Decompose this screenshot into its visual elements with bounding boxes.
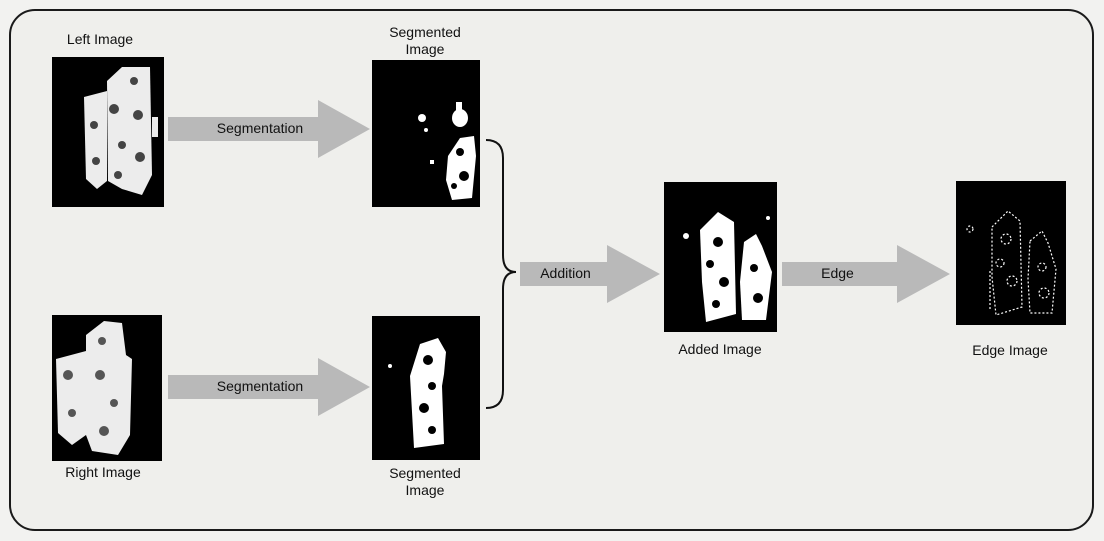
segmentation-label-top: Segmentation [216, 120, 304, 136]
segmented-image-label-bottom: Segmented Image [389, 465, 461, 498]
added-image [664, 182, 777, 332]
edge-arrow [782, 245, 950, 303]
left-image [52, 57, 164, 207]
addition-label: Addition [540, 265, 591, 281]
edge-label: Edge [821, 265, 854, 281]
segmented-image-top [372, 60, 480, 207]
segmented-image-bottom [372, 316, 480, 460]
left-image-label: Left Image [66, 31, 134, 47]
addition-arrow [520, 245, 660, 303]
right-image [52, 315, 162, 461]
segmentation-label-bottom: Segmentation [216, 378, 304, 394]
segmented-image-label-top: Segmented Image [389, 24, 461, 57]
edge-image [956, 181, 1066, 325]
combine-brace [485, 139, 517, 409]
right-image-label: Right Image [65, 464, 141, 480]
added-image-label: Added Image [678, 341, 762, 357]
segmentation-arrow-top [168, 100, 370, 158]
edge-image-label: Edge Image [972, 342, 1048, 358]
segmentation-arrow-bottom [168, 358, 370, 416]
